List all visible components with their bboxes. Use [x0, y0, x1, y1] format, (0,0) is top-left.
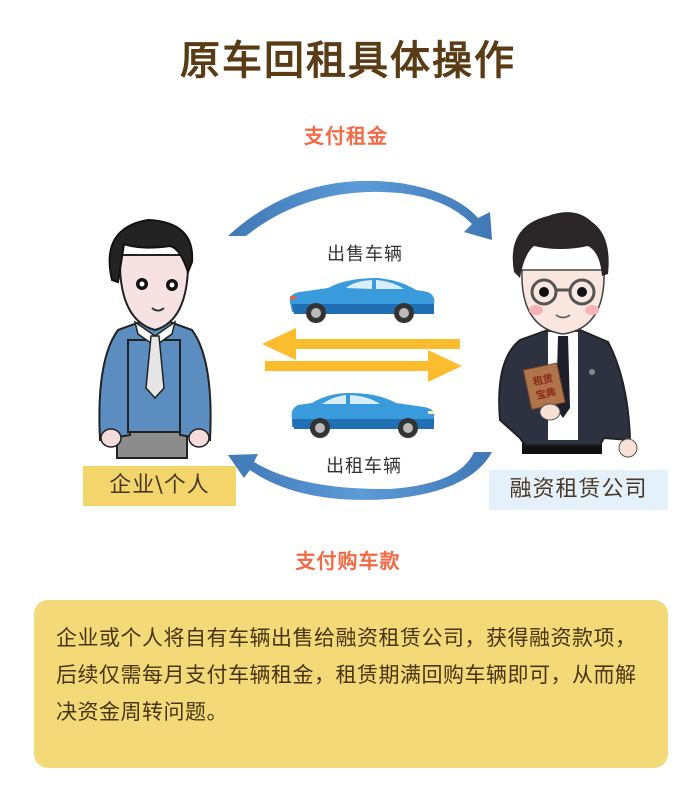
page-title: 原车回租具体操作 [180, 38, 516, 84]
leasing-agent-person-icon: 租赁 宝典 [498, 212, 638, 458]
individual-person-icon [98, 218, 212, 459]
individual-role-tag: 企业\个人 [83, 466, 236, 506]
sell-vehicle-label: 出售车辆 [327, 244, 403, 265]
car-top-icon [289, 278, 435, 323]
pay-purchase-label: 支付购车款 [295, 549, 401, 573]
straight-arrow-right-icon [265, 350, 462, 382]
summary-box: 企业或个人将自有车辆出售给融资租赁公司，获得融资款项，后续仅需每月支付车辆租金，… [34, 600, 668, 768]
summary-text: 企业或个人将自有车辆出售给融资租赁公司，获得融资款项，后续仅需每月支付车辆租金，… [56, 626, 637, 724]
curved-arrow-bottom-icon [228, 452, 492, 500]
straight-arrow-left-icon [262, 328, 460, 360]
curved-arrow-top-icon [228, 180, 492, 240]
book-label-line2: 宝典 [535, 385, 557, 402]
pay-rent-label: 支付租金 [304, 124, 388, 148]
car-bottom-icon [291, 393, 435, 438]
lease-vehicle-label: 出租车辆 [326, 456, 402, 477]
leasing-company-role-tag: 融资租赁公司 [489, 470, 668, 510]
book-label-line1: 租赁 [532, 371, 554, 388]
